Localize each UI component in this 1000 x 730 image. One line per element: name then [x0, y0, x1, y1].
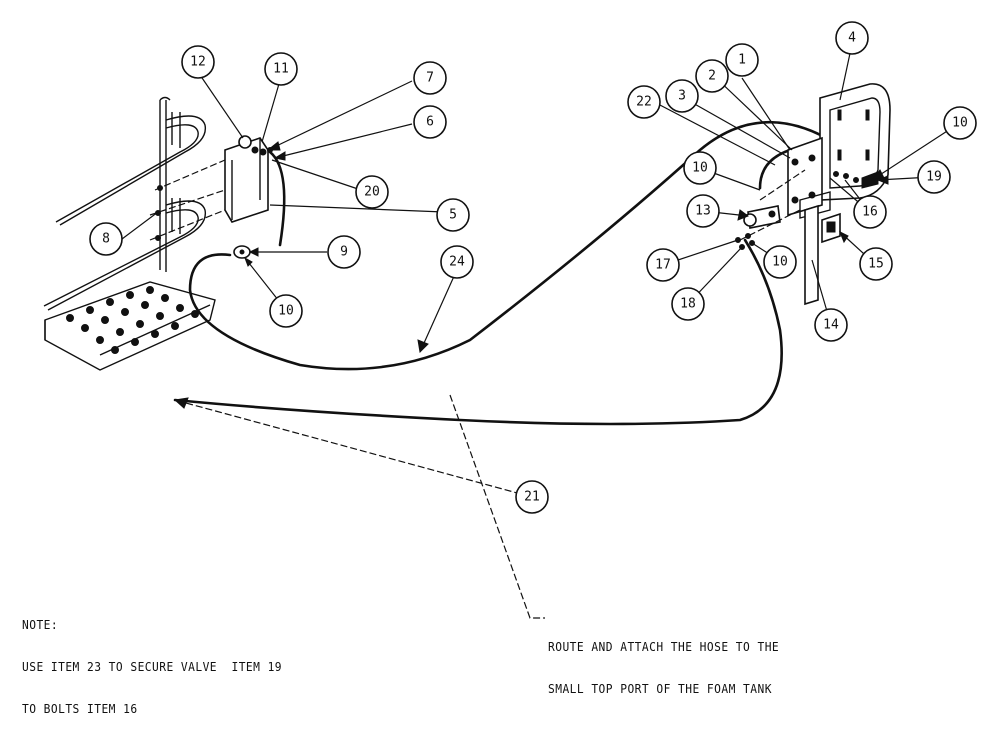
note-heading: NOTE:: [22, 617, 59, 632]
svg-text:13: 13: [695, 204, 711, 219]
svg-text:19: 19: [926, 170, 942, 185]
callout-3: 3: [665, 79, 699, 113]
callout-12: 12: [181, 45, 215, 79]
arrow-heads: [173, 141, 889, 409]
short-hose: [268, 150, 286, 247]
callout-16: 16: [853, 195, 887, 229]
svg-text:4: 4: [848, 31, 856, 46]
svg-text:21: 21: [524, 490, 540, 505]
svg-text:1: 1: [738, 53, 746, 68]
svg-text:16: 16: [862, 205, 878, 220]
callout-10-right-low: 10: [763, 245, 797, 279]
callout-15: 15: [859, 247, 893, 281]
callout-20: 20: [355, 175, 389, 209]
svg-text:20: 20: [364, 185, 380, 200]
callout-21: 21: [515, 480, 549, 514]
svg-text:22: 22: [636, 95, 652, 110]
callout-10-left: 10: [269, 294, 303, 328]
svg-text:5: 5: [449, 208, 457, 223]
svg-text:18: 18: [680, 297, 696, 312]
callout-5: 5: [436, 198, 470, 232]
svg-text:9: 9: [340, 245, 348, 260]
right-bracket-assembly: [735, 83, 891, 306]
callout-7: 7: [413, 61, 447, 95]
hose-right-loop: [758, 148, 792, 190]
svg-text:12: 12: [190, 55, 206, 70]
callout-13: 13: [686, 194, 720, 228]
callout-2: 2: [695, 59, 729, 93]
callout-11: 11: [264, 52, 298, 86]
left-valve-unit: [224, 135, 273, 259]
callout-22: 22: [627, 85, 661, 119]
parts-diagram: 1 2 3 4 5 6 7 8 9 10 10 10 10 11 12 13 1…: [43, 21, 977, 619]
callout-24: 24: [440, 245, 474, 279]
svg-text:14: 14: [823, 318, 839, 333]
svg-text:10: 10: [952, 116, 968, 131]
route-note-line-1: ROUTE AND ATTACH THE HOSE TO THE: [548, 639, 780, 654]
callout-10-right-mid: 10: [683, 151, 717, 185]
callout-10-right-top: 10: [943, 106, 977, 140]
svg-text:10: 10: [772, 255, 788, 270]
svg-text:7: 7: [426, 71, 434, 86]
svg-text:8: 8: [102, 232, 110, 247]
svg-text:17: 17: [655, 258, 671, 273]
route-note-line-2: SMALL TOP PORT OF THE FOAM TANK: [548, 681, 772, 696]
svg-text:3: 3: [678, 89, 686, 104]
svg-text:15: 15: [868, 257, 884, 272]
callout-6: 6: [413, 105, 447, 139]
svg-text:6: 6: [426, 115, 434, 130]
hose-item-21: [173, 238, 783, 426]
callout-19: 19: [917, 160, 951, 194]
svg-text:2: 2: [708, 69, 716, 84]
callout-18: 18: [671, 287, 705, 321]
leader-lines: [121, 43, 959, 619]
note-line-1: USE ITEM 23 TO SECURE VALVE ITEM 19: [22, 659, 283, 674]
assembly-note: NOTE: USE ITEM 23 TO SECURE VALVE ITEM 1…: [22, 590, 282, 730]
svg-text:24: 24: [449, 255, 465, 270]
svg-text:10: 10: [278, 304, 294, 319]
callout-14: 14: [814, 308, 848, 342]
svg-text:11: 11: [273, 62, 289, 77]
callout-4: 4: [835, 21, 869, 55]
callout-17: 17: [646, 248, 680, 282]
note-line-2: TO BOLTS ITEM 16: [22, 701, 138, 716]
callout-9: 9: [327, 235, 361, 269]
handrail-assembly: [43, 96, 226, 371]
callout-1: 1: [725, 43, 759, 77]
route-hose-note: ROUTE AND ATTACH THE HOSE TO THE SMALL T…: [548, 612, 779, 710]
svg-text:10: 10: [692, 161, 708, 176]
hose-item-24: [188, 120, 832, 371]
callout-8: 8: [89, 222, 123, 256]
